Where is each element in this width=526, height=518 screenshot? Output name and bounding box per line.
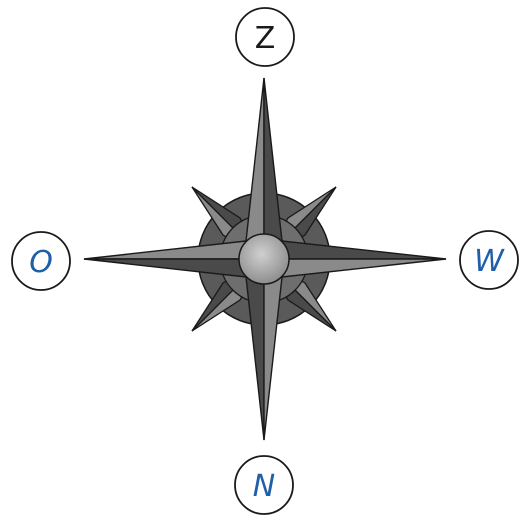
compass-hub [239,234,289,284]
bottom-point-right [264,259,282,440]
right-point-top [264,241,446,259]
label-left-group: O [12,232,70,290]
right-point-bottom [264,259,446,277]
top-point-left [246,78,264,259]
label-right-group: W [460,231,518,289]
bottom-point-left [246,259,264,440]
label-bottom-group: N [235,456,293,514]
label-top-group: Z [236,8,294,66]
left-point-bottom [84,259,264,277]
direction-label-left: O [29,245,53,280]
direction-label-right: W [474,244,505,279]
left-point-top [84,241,264,259]
direction-label-top: Z [255,21,276,56]
top-point-right [264,78,282,259]
direction-label-bottom: N [253,469,275,504]
